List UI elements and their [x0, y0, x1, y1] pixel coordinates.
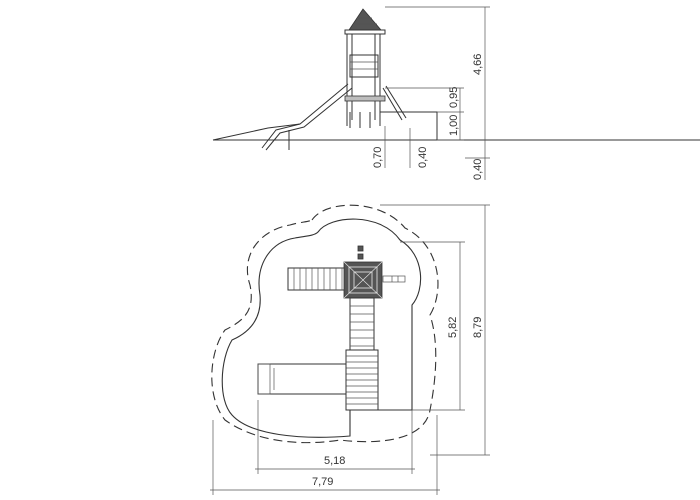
dim-ground-depth: 0,40 — [472, 159, 484, 180]
outer-safety-zone-outline — [211, 204, 439, 444]
ground-slope-left — [212, 123, 301, 141]
dim-outer-depth: 8,79 — [472, 317, 484, 338]
lower-slide-plan — [257, 363, 347, 395]
side-elevation: 4,66 0,95 1,00 0,70 0,40 0,40 — [212, 6, 700, 180]
inner-safety-zone-outline — [221, 218, 422, 438]
dim-platform-height: 1,00 — [448, 115, 460, 136]
dim-inner-depth: 5,82 — [447, 317, 459, 338]
plan-view: 5,82 8,79 5,18 7,79 — [210, 204, 490, 495]
dim-ladder-foot: 0,40 — [417, 147, 429, 168]
tower-platform — [344, 95, 386, 102]
upper-slide-plan — [287, 267, 347, 291]
dim-total-height: 4,66 — [472, 54, 484, 75]
roof-eave — [344, 29, 386, 35]
ground-raised-right — [380, 111, 438, 140]
dim-outer-width: 7,79 — [312, 476, 333, 488]
slide-side — [261, 83, 349, 149]
ladder-side — [382, 87, 403, 121]
tower-roof — [348, 8, 382, 31]
tower-panel — [349, 54, 379, 78]
dim-inner-width: 5,18 — [324, 455, 345, 467]
dim-slide-exit: 0,70 — [372, 147, 384, 168]
dim-platform-top: 0,95 — [448, 87, 460, 108]
